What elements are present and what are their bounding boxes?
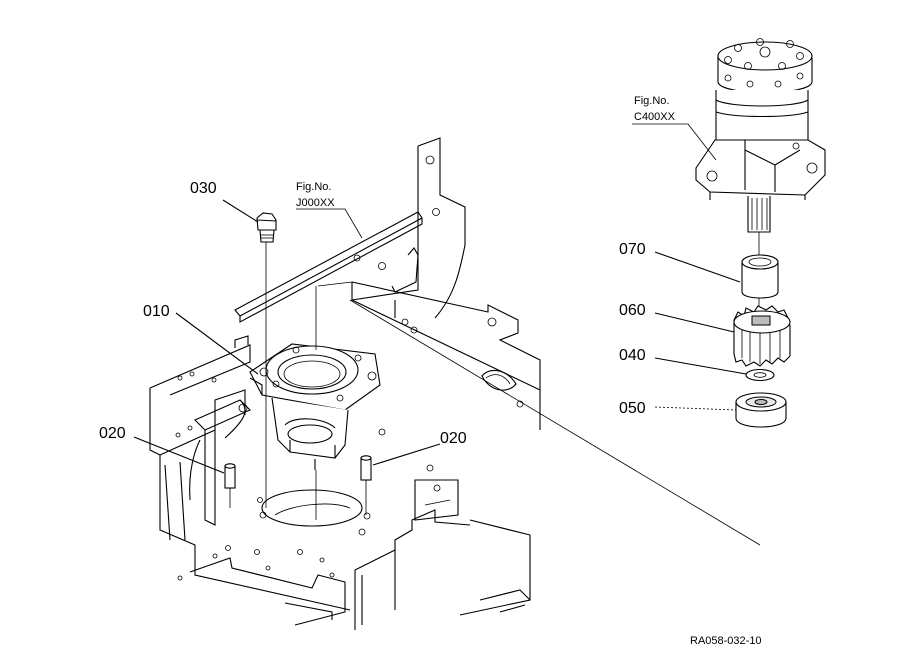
fig-ref-j-title: Fig.No.: [296, 181, 331, 193]
callout-020-left-label: 020: [99, 425, 126, 442]
part-010-housing: [249, 343, 381, 470]
drawing-reference-number: RA058-032-10: [690, 635, 762, 647]
callout-050-label: 050: [619, 400, 646, 417]
fig-ref-j-code: J000XX: [296, 197, 335, 209]
chassis-frame: [149, 137, 541, 630]
swing-motor-assembly: [695, 38, 826, 256]
part-070-collar: [741, 254, 779, 306]
part-040-washer: [745, 368, 775, 382]
callout-060-label: 060: [619, 302, 646, 319]
callout-010-label: 010: [143, 303, 170, 320]
fig-ref-c-code: C400XX: [634, 111, 676, 123]
part-060-gear: [733, 305, 791, 367]
part-020-pin-left: [224, 463, 236, 489]
callout-040-label: 040: [619, 347, 646, 364]
part-020-pin-right: [360, 455, 372, 481]
part-030-bolt: [256, 212, 277, 243]
center-lines: [229, 242, 761, 546]
leader-lines: [133, 123, 747, 474]
part-050-bearing: [735, 392, 787, 428]
callout-030-label: 030: [190, 180, 217, 197]
callout-070-label: 070: [619, 241, 646, 258]
callout-020-right-label: 020: [440, 430, 467, 447]
fig-ref-c-title: Fig.No.: [634, 95, 669, 107]
